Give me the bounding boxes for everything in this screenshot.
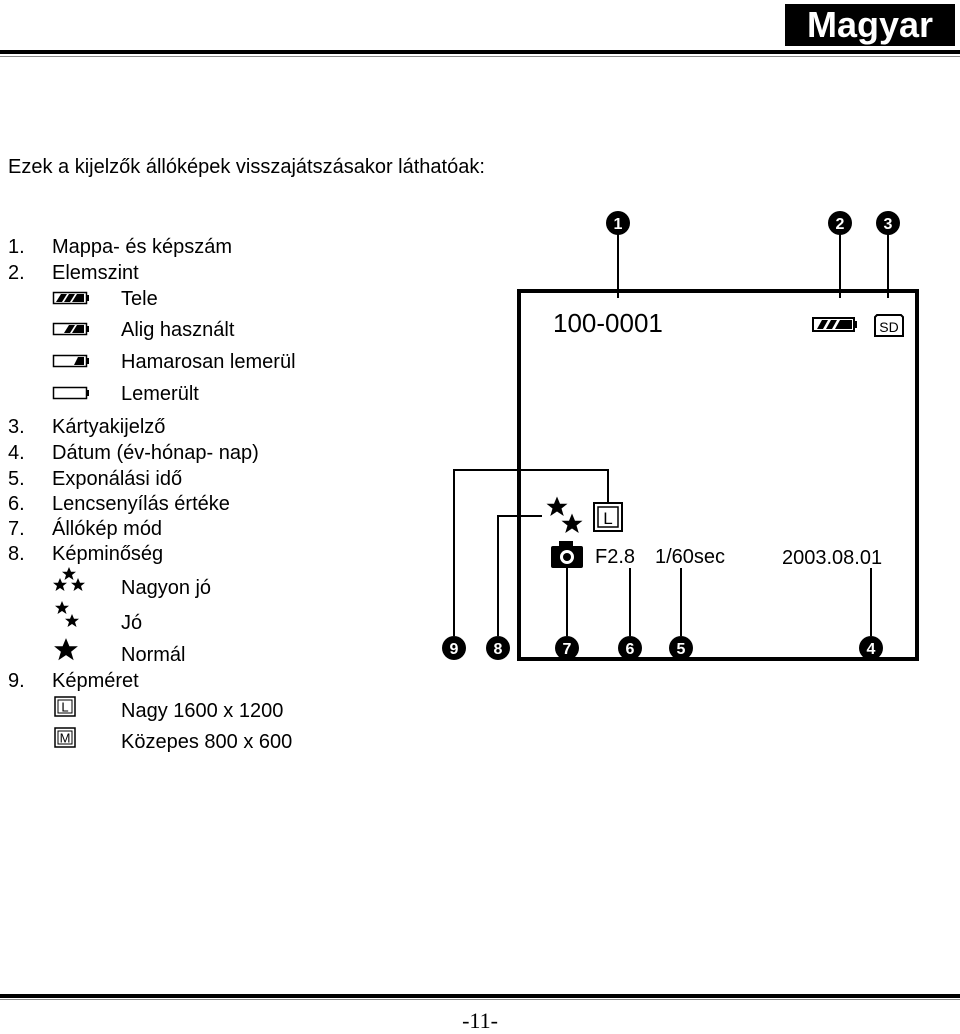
battery-label: Hamarosan lemerül	[121, 351, 296, 373]
camera-mode-icon	[551, 541, 583, 568]
list-item: 8.Képminőség	[8, 543, 164, 565]
callout-2: 2	[828, 211, 852, 235]
two-stars-icon	[55, 601, 79, 627]
list-item: 2.Elemszint	[8, 262, 139, 284]
svg-text:7: 7	[563, 641, 572, 658]
svg-text:2: 2	[836, 216, 845, 233]
list-item: 9.Képméret	[8, 670, 139, 692]
shutter-value: 1/60sec	[655, 546, 725, 568]
callout-3: 3	[876, 211, 900, 235]
callout-1: 1	[606, 211, 630, 235]
svg-text:9: 9	[450, 641, 459, 658]
screen-size-icon: L	[593, 502, 623, 532]
bottom-rule	[0, 994, 960, 998]
language-badge: Magyar	[785, 4, 955, 46]
list-item: 5.Exponálási idő	[8, 468, 183, 490]
size-label: Nagy 1600 x 1200	[121, 700, 284, 722]
callout-7: 7	[555, 636, 579, 660]
svg-text:M: M	[60, 731, 71, 746]
battery-two-thirds-icon	[52, 322, 89, 336]
size-medium-icon: M	[54, 727, 76, 748]
quality-label: Jó	[121, 612, 143, 634]
intro-text: Ezek a kijelzők állóképek visszajátszása…	[8, 156, 485, 178]
size-large-icon: L	[54, 696, 76, 717]
svg-text:1: 1	[614, 216, 623, 233]
battery-label: Tele	[121, 288, 158, 310]
callout-5: 5	[669, 636, 693, 660]
three-stars-icon	[53, 567, 85, 591]
top-rule-thin	[0, 56, 960, 57]
screen-battery-icon	[812, 317, 857, 332]
quality-label: Nagyon jó	[121, 577, 212, 599]
svg-text:5: 5	[677, 641, 686, 658]
date-value: 2003.08.01	[782, 547, 882, 569]
playback-screen-diagram: 100-0001 SD L F2.8 1/60sec 2003.08.01 1 …	[442, 211, 919, 661]
callout-4: 4	[859, 636, 883, 660]
list-item: 6.Lencsenyílás értéke	[8, 493, 230, 515]
list-item: 1.Mappa- és képszám	[8, 236, 233, 258]
file-number: 100-0001	[553, 308, 663, 338]
battery-empty-icon	[52, 386, 89, 400]
list-item: 7.Állókép mód	[8, 518, 163, 540]
svg-text:SD: SD	[879, 319, 898, 335]
callout-9: 9	[442, 636, 466, 660]
svg-text:L: L	[61, 700, 68, 715]
callout-8: 8	[486, 636, 510, 660]
svg-text:6: 6	[626, 641, 635, 658]
top-rule	[0, 50, 960, 54]
svg-text:8: 8	[494, 641, 503, 658]
battery-label: Lemerült	[121, 383, 199, 405]
svg-text:L: L	[603, 509, 612, 528]
svg-text:4: 4	[867, 641, 876, 658]
size-label: Közepes 800 x 600	[121, 731, 293, 753]
quality-label: Normál	[121, 644, 186, 666]
bottom-rule-thin	[0, 999, 960, 1000]
list-item: 4.Dátum (év-hónap- nap)	[8, 442, 259, 464]
aperture-value: F2.8	[595, 546, 635, 568]
svg-text:3: 3	[884, 216, 893, 233]
list-item: 3.Kártyakijelző	[8, 416, 166, 438]
sd-card-icon: SD	[874, 314, 904, 337]
callout-6: 6	[618, 636, 642, 660]
screen-quality-stars-icon	[546, 496, 583, 533]
page-number: -11-	[462, 1008, 498, 1033]
battery-full-icon	[52, 291, 89, 305]
battery-label: Alig használt	[121, 319, 235, 341]
lcd-frame	[517, 289, 919, 661]
callout-lines	[453, 234, 889, 636]
one-star-icon	[54, 638, 78, 661]
battery-one-third-icon	[52, 354, 89, 368]
